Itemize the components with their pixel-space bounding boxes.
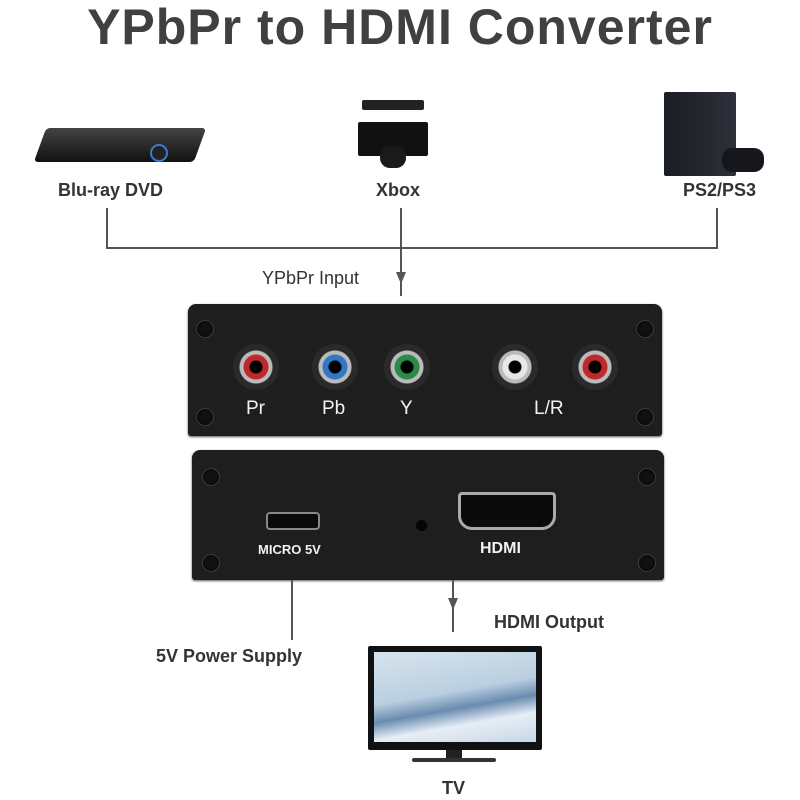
source-label-xbox: Xbox [376, 180, 421, 200]
screw-icon [638, 554, 656, 572]
screw-icon [196, 320, 214, 338]
connector-line [716, 208, 718, 248]
screw-icon [196, 408, 214, 426]
port-label-pr: Pr [246, 398, 265, 419]
converter-back-panel: MICRO 5V HDMI [192, 450, 664, 580]
arrow-down-icon [396, 272, 406, 284]
rca-port-audio-left[interactable] [492, 344, 538, 390]
screw-icon [202, 554, 220, 572]
converter-front-panel: Pr Pb Y L/R [188, 304, 662, 436]
xbox-console-icon [358, 100, 428, 180]
connector-line [106, 247, 718, 249]
port-label-y: Y [400, 398, 413, 419]
rca-port-pr[interactable] [233, 344, 279, 390]
power-supply-label: 5V Power Supply [156, 646, 303, 666]
port-label-hdmi: HDMI [480, 540, 521, 557]
bluray-player-icon [33, 118, 207, 168]
input-label: YPbPr Input [262, 268, 360, 288]
diagram-title: YPbPr to HDMI Converter [87, 0, 713, 55]
screw-icon [638, 468, 656, 486]
screw-icon [202, 468, 220, 486]
rca-port-pb[interactable] [312, 344, 358, 390]
hdmi-port[interactable] [458, 492, 556, 530]
rca-port-audio-right[interactable] [572, 344, 618, 390]
screw-icon [636, 408, 654, 426]
screw-icon [636, 320, 654, 338]
port-label-lr: L/R [534, 398, 564, 419]
hdmi-output-label: HDMI Output [494, 612, 604, 632]
port-label-micro5v: MICRO 5V [258, 542, 321, 557]
led-indicator [416, 520, 427, 531]
rca-port-y[interactable] [384, 344, 430, 390]
playstation-console-icon [664, 92, 768, 184]
tv-label: TV [442, 778, 466, 798]
port-label-pb: Pb [322, 398, 346, 419]
tv-icon [368, 646, 542, 764]
connector-line [106, 208, 108, 248]
micro-usb-port[interactable] [266, 512, 320, 530]
connector-line [291, 580, 293, 640]
arrow-down-icon [448, 598, 458, 610]
connector-line [400, 208, 402, 296]
source-label-bluray: Blu-ray DVD [58, 180, 164, 200]
source-label-ps: PS2/PS3 [683, 180, 757, 200]
